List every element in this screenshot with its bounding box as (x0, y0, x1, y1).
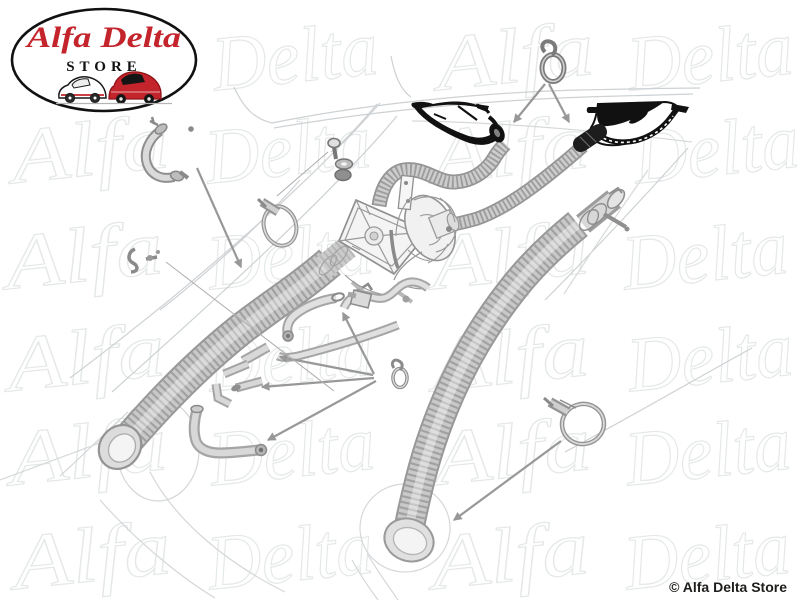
svg-text:Delta: Delta (620, 399, 795, 503)
svg-text:Delta: Delta (622, 305, 797, 409)
svg-text:Alfa: Alfa (3, 503, 175, 600)
svg-text:Alfa: Alfa (421, 503, 593, 600)
svg-text:Delta: Delta (207, 4, 382, 108)
svg-text:Alfa: Alfa (0, 203, 167, 307)
svg-text:Alfa: Alfa (426, 4, 598, 108)
svg-text:Alfa: Alfa (0, 305, 169, 409)
svg-text:Delta: Delta (619, 503, 794, 600)
svg-text:Delta: Delta (202, 503, 377, 600)
svg-text:Delta: Delta (617, 203, 792, 307)
svg-text:Delta: Delta (622, 4, 797, 108)
svg-text:Delta: Delta (200, 97, 375, 201)
svg-text:© Alfa Delta Store: © Alfa Delta Store (669, 579, 787, 595)
svg-text:STORE: STORE (66, 59, 142, 75)
svg-text:Alfa Delta: Alfa Delta (25, 21, 181, 54)
